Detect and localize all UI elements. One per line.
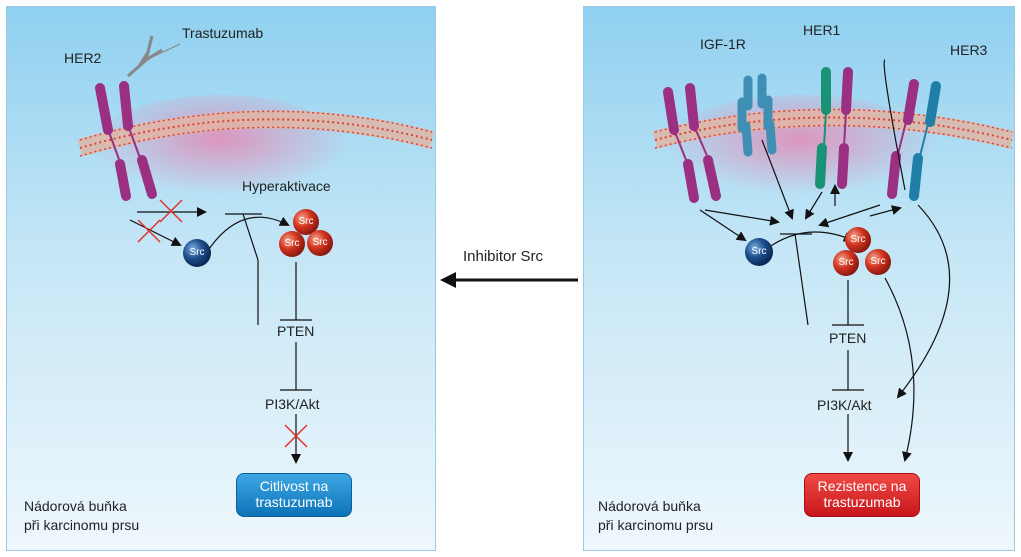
src-label-1-right: Src — [850, 234, 866, 245]
her2-her3-dimer — [887, 79, 941, 201]
label-pi3k-left: PI3K/Akt — [265, 396, 320, 412]
igf1r-receptor — [737, 73, 777, 157]
her2-receptor-right — [663, 83, 721, 203]
src-active-1-left — [293, 209, 319, 235]
right-signaling-arrows — [699, 59, 951, 462]
src-active-1-right — [845, 227, 871, 253]
label-pi3k-right: PI3K/Akt — [817, 397, 872, 413]
caption-right: Nádorová buňka při karcinomu prsu — [598, 497, 713, 535]
caption-right-line2: při karcinomu prsu — [598, 517, 714, 533]
trastuzumab-antibody — [127, 35, 181, 78]
src-label-2-left: Src — [284, 238, 300, 249]
src-inactive-right — [745, 238, 773, 266]
caption-left: Nádorová buňka při karcinomu prsu — [24, 497, 139, 535]
outcome-sensitivity-badge: Citlivost na trastuzumab — [236, 473, 352, 517]
src-label-3-right: Src — [870, 256, 886, 267]
inhibition-cross-marks — [137, 199, 308, 448]
src-label-inactive-right: Src — [751, 246, 767, 257]
her2-receptor-left — [95, 81, 157, 201]
src-label-2-right: Src — [838, 257, 854, 268]
caption-right-line1: Nádorová buňka — [598, 498, 701, 514]
outcome-resistance-badge: Rezistence na trastuzumab — [804, 473, 920, 517]
label-pten-right: PTEN — [829, 330, 867, 346]
label-inhibitor-src: Inhibitor Src — [463, 248, 544, 265]
label-her3: HER3 — [950, 42, 988, 58]
label-hyperactivation: Hyperaktivace — [242, 178, 331, 194]
cell-membrane — [77, 110, 435, 157]
caption-left-line2: při karcinomu prsu — [24, 517, 140, 533]
src-active-2-right — [833, 250, 859, 276]
label-igf1r: IGF-1R — [700, 36, 746, 52]
her1-her2-dimer — [815, 67, 853, 189]
label-her2-left: HER2 — [64, 50, 102, 66]
src-inactive-left — [183, 239, 211, 267]
cell-membrane-right — [652, 108, 1015, 149]
src-active-3-left — [307, 230, 333, 256]
label-pten-left: PTEN — [277, 323, 315, 339]
src-label-inactive-left: Src — [189, 247, 205, 258]
src-label-1-left: Src — [298, 216, 314, 227]
caption-left-line1: Nádorová buňka — [24, 498, 127, 514]
inhibitor-arrow — [440, 272, 578, 288]
src-label-3-left: Src — [312, 237, 328, 248]
label-her1: HER1 — [803, 22, 841, 38]
src-active-3-right — [865, 249, 891, 275]
src-active-2-left — [279, 231, 305, 257]
label-trastuzumab: Trastuzumab — [182, 25, 264, 41]
